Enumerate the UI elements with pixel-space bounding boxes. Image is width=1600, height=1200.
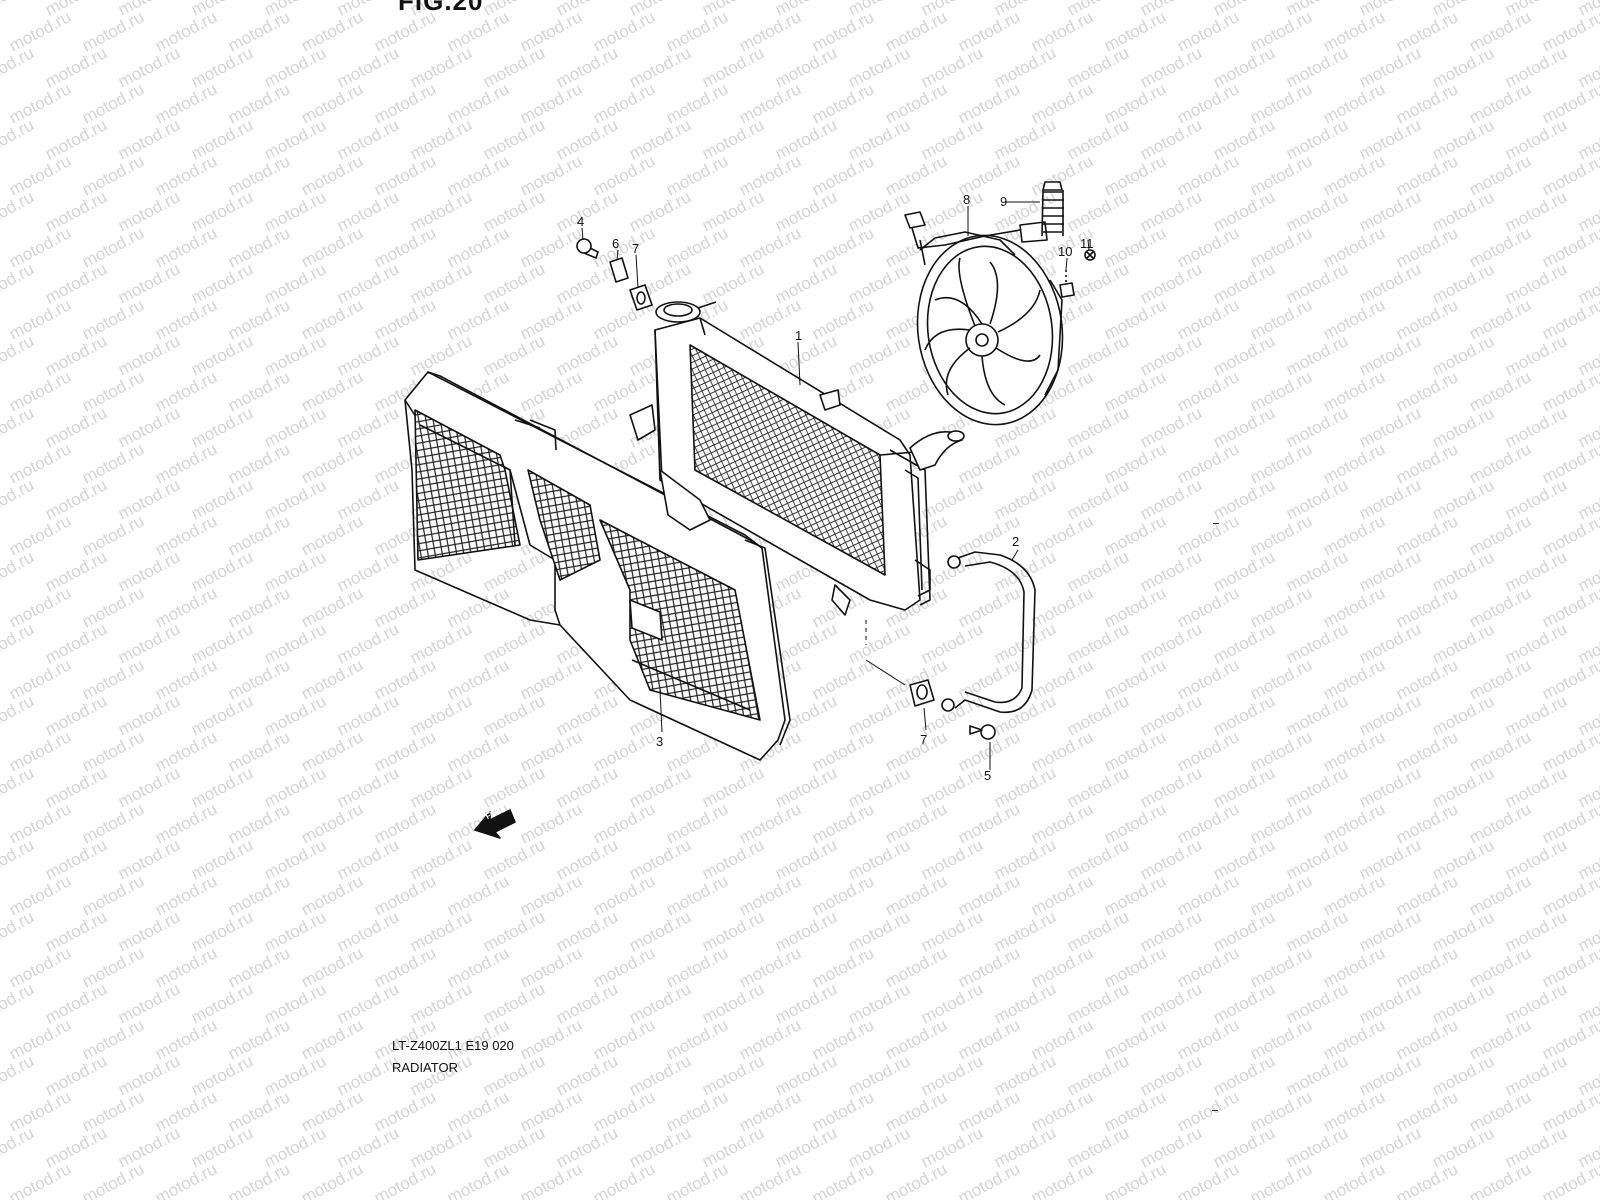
edge-mark-1 <box>1213 523 1219 524</box>
grommet-7-top <box>629 284 653 311</box>
edge-mark-2 <box>1212 1110 1218 1111</box>
callout-7-bottom: 7 <box>920 732 927 747</box>
bolt-4 <box>576 238 599 259</box>
grommet-7-bottom <box>909 679 935 707</box>
bolt-11 <box>1084 249 1096 261</box>
diagram-name: RADIATOR <box>392 1060 458 1075</box>
collar-6 <box>609 257 629 283</box>
hose-outlet <box>909 430 965 471</box>
callout-2: 2 <box>1012 534 1019 549</box>
callout-6: 6 <box>612 236 619 251</box>
radiator-cap <box>655 301 717 323</box>
callout-5: 5 <box>984 768 991 783</box>
bracket-2 <box>941 551 1036 714</box>
callout-10: 10 <box>1058 244 1072 259</box>
callout-3: 3 <box>656 734 663 749</box>
cooling-fan <box>916 231 1064 426</box>
callout-8: 8 <box>963 192 970 207</box>
callout-1: 1 <box>795 328 802 343</box>
bolt-5 <box>969 724 996 740</box>
model-code: LT-Z400ZL1 E19 020 <box>392 1038 514 1053</box>
callout-7-top: 7 <box>632 241 639 256</box>
clamp-10 <box>1059 270 1075 298</box>
callout-4: 4 <box>577 214 584 229</box>
callout-11: 11 <box>1080 236 1094 251</box>
callout-9: 9 <box>1000 194 1007 209</box>
